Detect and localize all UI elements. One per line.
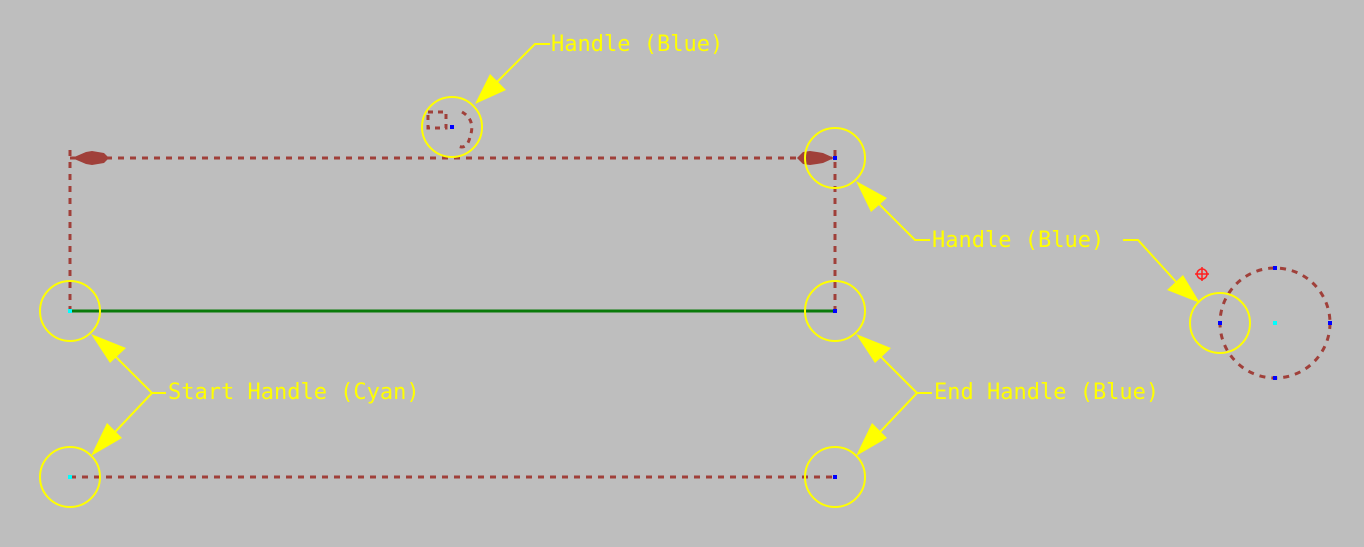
label-handle-top: Handle (Blue) <box>551 32 723 57</box>
label-handle-right: Handle (Blue) <box>932 228 1104 253</box>
leader-arrowheads <box>91 74 1200 456</box>
start-handle-dot <box>68 309 72 313</box>
arrowhead-end-1 <box>856 334 891 363</box>
arrowhead-right-handle-2 <box>1167 275 1200 303</box>
right-arrow-cluster <box>797 151 834 165</box>
handle-dot-top-right <box>833 156 837 160</box>
circle-point-right <box>1328 321 1332 325</box>
leader-right-handle-2 <box>1123 239 1179 285</box>
handle-dots <box>68 125 1332 479</box>
handle-circles <box>39 96 1251 508</box>
arrowhead-top-handle <box>475 74 506 104</box>
start-handle-circle[interactable] <box>39 280 101 342</box>
circle-center-dot <box>1273 321 1277 325</box>
end-handle-circle-bottom[interactable] <box>804 446 866 508</box>
handle-circle-top-right[interactable] <box>804 127 866 189</box>
leader-start-1 <box>111 352 166 394</box>
dashed-frame <box>68 150 837 479</box>
arrowhead-start-2 <box>91 423 122 456</box>
arrowhead-right-handle-1 <box>856 181 887 212</box>
circle-point-top <box>1273 266 1277 270</box>
start-handle-circle-bottom[interactable] <box>39 446 101 508</box>
end-handle-dot-bottom <box>833 475 837 479</box>
arrowhead-end-2 <box>856 423 887 456</box>
label-start-handle: Start Handle (Cyan) <box>168 380 420 405</box>
crosshair-circle-icon <box>1195 267 1209 281</box>
handle-circle-right[interactable] <box>1189 292 1251 354</box>
circle-point-left <box>1218 321 1222 325</box>
leader-end-2 <box>879 392 918 433</box>
leader-end-1 <box>876 352 932 394</box>
leader-right-handle-1 <box>874 199 930 241</box>
label-end-handle: End Handle (Blue) <box>934 380 1159 405</box>
top-handle-dashed-loop <box>426 110 474 149</box>
leader-start-2 <box>114 392 153 433</box>
left-arrow-cluster <box>72 151 109 165</box>
handle-dot-top <box>450 125 454 129</box>
arrowhead-start-1 <box>91 334 126 363</box>
leader-top-handle <box>493 43 550 86</box>
top-edge-arrow-clusters <box>72 151 834 165</box>
end-handle-circle[interactable] <box>804 280 866 342</box>
start-handle-dot-bottom <box>68 475 72 479</box>
handle-circle-top[interactable] <box>421 96 483 158</box>
end-handle-dot <box>833 309 837 313</box>
circle-point-bottom <box>1273 376 1277 380</box>
leader-lines <box>111 43 1179 433</box>
